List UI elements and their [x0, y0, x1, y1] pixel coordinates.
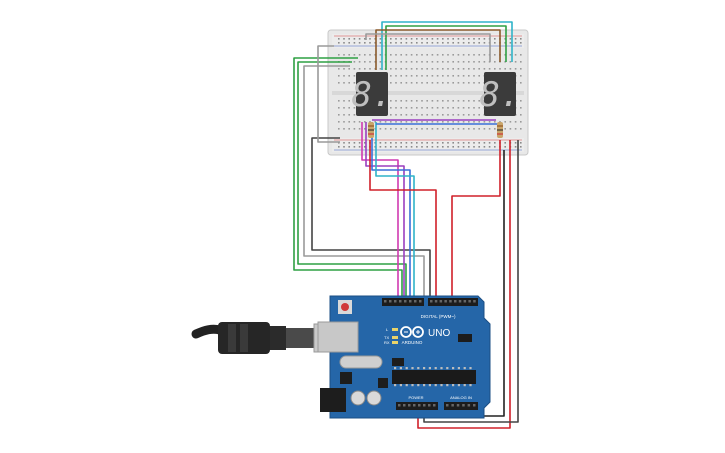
capacitor-2	[366, 390, 382, 406]
led-rx	[392, 341, 398, 344]
led-tx-label: TX	[384, 335, 389, 340]
led-l	[392, 328, 398, 331]
seven-segment-left-digit: 8.	[352, 75, 393, 115]
model-label: UNO	[428, 328, 450, 339]
power-jack	[320, 388, 346, 412]
wire-teal-top	[381, 21, 513, 70]
icsp-header	[458, 334, 472, 342]
wire-green-top	[385, 25, 507, 70]
wire-black-left	[311, 137, 431, 300]
digital-label: DIGITAL (PWM~)	[421, 314, 456, 319]
wire-green-left-outer	[293, 57, 403, 300]
wire-red-2	[451, 140, 501, 300]
wire-red-1	[369, 140, 437, 300]
digital-header-2	[428, 298, 478, 306]
atmega-chip	[392, 370, 476, 384]
usb-port	[317, 321, 359, 353]
bottom-pin-holes	[398, 404, 476, 407]
power-header	[396, 402, 438, 410]
analog-label: ANALOG IN	[450, 395, 472, 400]
wire-purple-1	[365, 122, 405, 300]
seven-segment-right-digit: 8.	[480, 75, 521, 115]
wire-green-left-inner	[297, 61, 407, 300]
seven-segment-right[interactable]: 8.	[480, 72, 521, 116]
wire-magenta-1	[361, 122, 399, 300]
resistors	[368, 122, 503, 138]
led-rx-label: RX	[384, 340, 390, 345]
wire-gray-top	[365, 33, 491, 62]
wire-brown-top	[375, 29, 501, 70]
usb-cable	[191, 322, 337, 354]
arduino-uno-board[interactable]: DIGITAL (PWM~) L TX RX UNO ARDUINO	[317, 295, 491, 419]
voltage-regulator	[340, 372, 352, 384]
digital-pin-holes	[384, 300, 476, 303]
power-label: POWER	[408, 395, 423, 400]
brand-label: ARDUINO	[402, 340, 423, 345]
wire-gray-rail-1	[317, 45, 340, 143]
crystal	[339, 355, 383, 369]
wire-teal-1	[375, 122, 415, 300]
wire-blue-1	[371, 122, 411, 300]
chip-pins	[394, 367, 472, 387]
arduino-logo	[400, 326, 424, 338]
digital-header-1	[382, 298, 424, 306]
wire-gray-left	[303, 65, 425, 300]
analog-header	[444, 402, 478, 410]
led-tx	[392, 336, 398, 339]
seven-segment-left[interactable]: 8.	[352, 72, 393, 116]
led-l-label: L	[386, 327, 389, 332]
capacitor-1	[350, 390, 366, 406]
